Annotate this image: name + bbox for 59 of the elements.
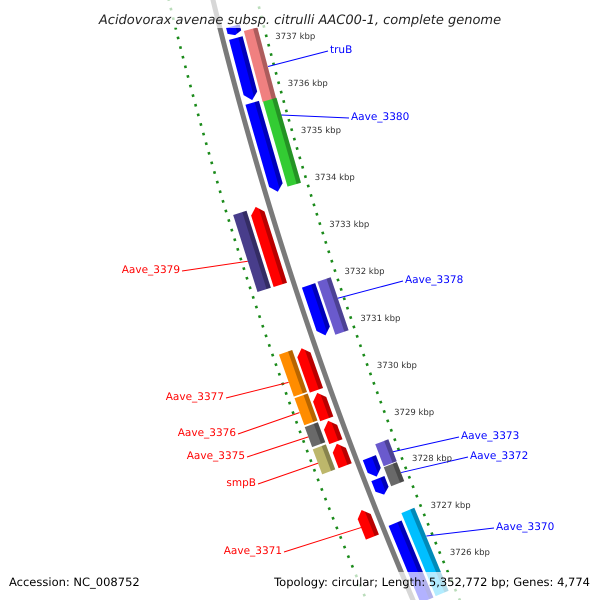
gene-label: smpB [226,477,256,489]
leader-line [226,382,290,398]
gene-block [278,350,307,396]
gene-block [244,28,276,102]
gene-label: Aave_3376 [178,427,236,439]
gene-label: Aave_3373 [461,430,520,442]
gene-block [384,462,405,487]
leader-line [246,436,309,458]
leader-line [426,528,494,536]
map-title: Acidovorax avenae subsp. citrulli AAC00-1, complete genome [98,13,502,28]
gene-block [249,204,288,287]
position-label: 3728 kbp [412,454,452,464]
position-label: 3735 kbp [300,126,341,136]
gene-label: Aave_3372 [470,450,528,462]
gene-block [317,277,349,335]
gene-label: Aave_3377 [166,391,224,403]
leader-line [392,436,460,452]
position-label: 3732 kbp [344,266,385,277]
position-label: 3734 kbp [314,172,355,183]
gene-block [355,507,380,540]
gene-block [312,444,336,474]
leader-line [337,280,404,299]
genome-summary: Topology: circular; Length: 5,352,772 bp; Genes: 4,774 [274,575,590,589]
gene-block [294,394,318,426]
position-label: 3730 kbp [376,360,417,371]
gene-block [311,390,334,421]
leader-line [238,412,300,434]
leader-line [258,462,319,484]
leader-line [182,260,248,272]
gene-label: Aave_3375 [186,450,245,462]
accession-label: Accession: NC_008752 [9,575,140,589]
gene-block [228,36,259,102]
position-label: 3733 kbp [329,220,370,230]
leader-line [268,50,328,67]
leader-line [284,526,362,552]
leader-line [400,456,468,474]
gene-block [321,418,342,444]
gene-block [246,100,285,194]
gene-block [304,422,326,447]
gene-block [295,346,324,393]
position-label: 3727 kbp [430,501,471,512]
leader-line [280,114,350,118]
gene-block [302,284,332,338]
gene-block [362,454,384,479]
gene-block [262,98,301,187]
gene-block [233,210,271,292]
position-label: 3726 kbp [450,548,490,558]
gene-block [371,476,390,497]
position-label: 3737 kbp [275,32,316,42]
gene-label: Aave_3380 [351,111,410,123]
gene-label: Aave_3370 [496,521,554,533]
gene-label: Aave_3379 [122,264,180,276]
gene-label: Aave_3371 [224,545,282,557]
gene-block [375,440,397,467]
gene-label: Aave_3378 [405,274,464,286]
position-label: 3731 kbp [360,314,400,324]
position-label: 3736 kbp [288,79,328,90]
position-label: 3729 kbp [394,408,434,418]
gene-label: truB [330,44,352,56]
